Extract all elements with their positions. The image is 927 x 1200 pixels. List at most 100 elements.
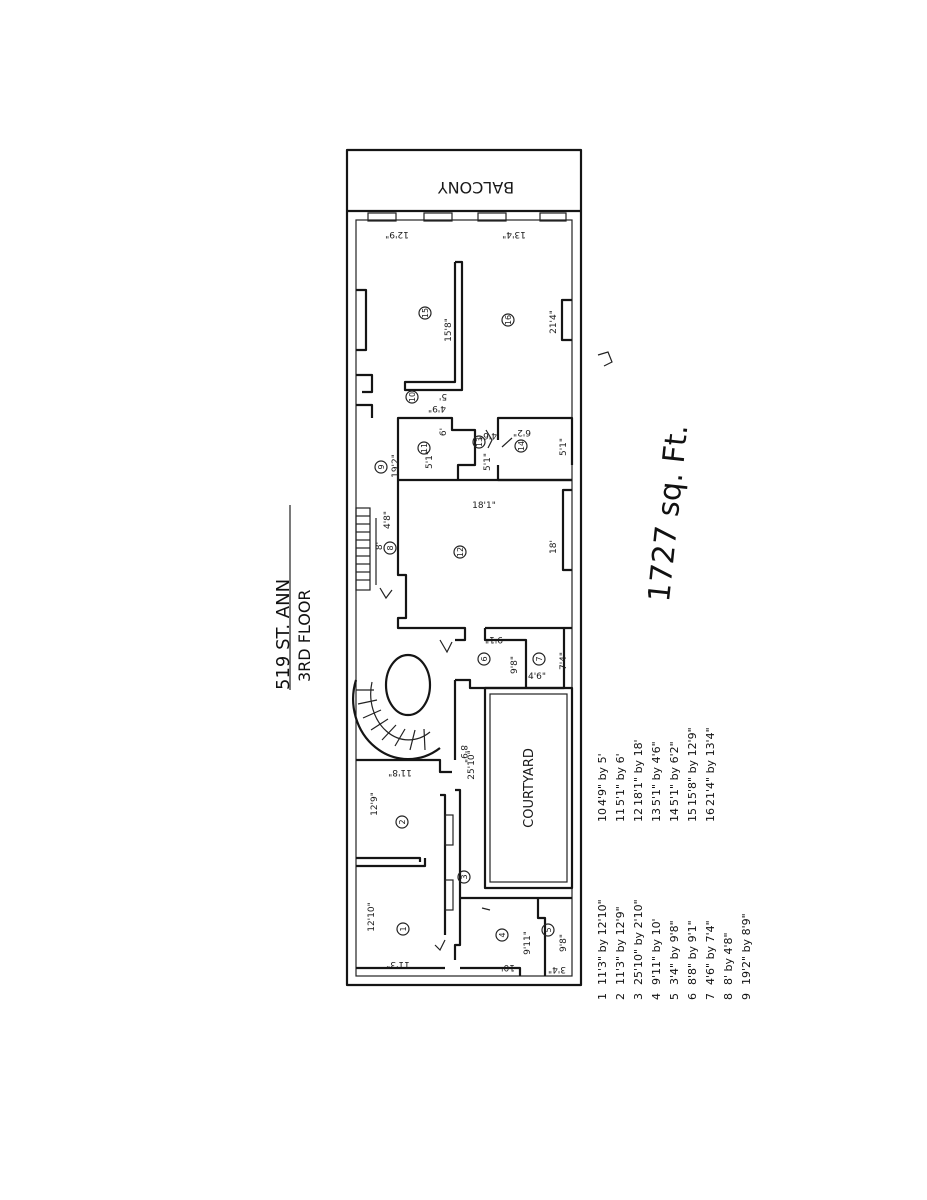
- legend-item-4: 9'11" by 10': [650, 918, 663, 985]
- inner-outline: [355, 219, 573, 977]
- legend-num-1: 1: [596, 993, 609, 1000]
- dim-8b: 8': [375, 542, 385, 550]
- room-8-number: 8: [386, 545, 395, 550]
- courtyard: [483, 686, 574, 890]
- wall-upper-right: [560, 298, 572, 342]
- room-3-number: 3: [460, 874, 469, 879]
- balcony-windows: [367, 212, 567, 222]
- room-6-number: 6: [480, 656, 489, 661]
- room-13-number: 13: [475, 437, 484, 447]
- legend-item-6: 8'8" by 9'1": [686, 920, 699, 985]
- dim-7b: 4'6": [528, 672, 546, 682]
- room-12-left: [396, 480, 467, 642]
- room-1-top: [356, 858, 427, 868]
- legend-item-12: 18'1" by 18': [632, 739, 645, 806]
- dim-4b: 10': [501, 962, 515, 972]
- room-5-number: 5: [544, 927, 553, 932]
- spiral-staircase: [352, 653, 441, 761]
- dim-14b: 6'2": [513, 427, 531, 437]
- legend-num-15: 15: [686, 808, 699, 822]
- dim-5b: 3'4": [548, 964, 566, 974]
- dimension-labels: 11'3" 12'10" 11'8" 12'9" 25'10" 9'11" 10…: [367, 229, 569, 974]
- room-14-bottom: [496, 465, 572, 482]
- wall-upper-left: [356, 288, 368, 352]
- legend-item-14: 5'1" by 6'2": [668, 741, 681, 806]
- dim-11a: 5'1": [425, 451, 435, 469]
- dim-12a: 18'1": [472, 501, 496, 511]
- hall-3-windows: [444, 814, 454, 911]
- dim-14c: 5'1": [559, 438, 569, 456]
- legend-num-9: 9: [740, 993, 753, 1000]
- legend-item-9: 19'2" by 8'9": [740, 913, 753, 985]
- dim-16b: 13'4": [502, 229, 526, 239]
- dim-13b: 5'1": [483, 453, 493, 471]
- hall-3-right: [453, 788, 462, 960]
- legend-item-7: 4'6" by 7'4": [704, 920, 717, 985]
- legend-num-6: 6: [686, 993, 699, 1000]
- legend-num-16: 16: [704, 808, 717, 822]
- legend-item-8: 8' by 4'8": [722, 932, 735, 985]
- door-swings: [379, 351, 613, 952]
- legend-num-14: 14: [668, 808, 681, 822]
- legend-item-5: 3'4" by 9'8": [668, 920, 681, 985]
- dim-12b: 18': [549, 540, 559, 554]
- dim-7a: 7'4": [559, 652, 569, 670]
- building-outline: [345, 148, 583, 987]
- room-6-walls: [483, 628, 528, 688]
- hall-wall: [455, 678, 526, 690]
- room-7-number: 7: [535, 656, 544, 661]
- legend-item-10: 4'9" by 5': [596, 753, 609, 806]
- dim-8a: 4'8": [383, 511, 393, 529]
- legend-num-10: 10: [596, 808, 609, 822]
- legend-item-3: 25'10" by 2'10": [632, 899, 645, 985]
- legend-num-8: 8: [722, 993, 735, 1000]
- dim-1a: 11'3": [386, 959, 410, 969]
- balcony-label: BALCONY: [438, 178, 515, 197]
- dim-10a: 4'9": [428, 403, 446, 413]
- closet-left: [356, 373, 374, 394]
- dim-10b: 5': [439, 391, 447, 401]
- room-11-number: 11: [420, 443, 429, 453]
- dim-5a: 9'8": [559, 934, 569, 952]
- room-14-number: 14: [517, 441, 526, 451]
- title-floor: 3RD FLOOR: [295, 589, 314, 682]
- legend-num-12: 12: [632, 808, 645, 822]
- room-4-bottom: [460, 966, 522, 976]
- dim-9a: 8'9": [458, 745, 468, 763]
- legend-item-16: 21'4" by 13'4": [704, 727, 717, 806]
- legend-item-11: 5'1" by 6': [614, 753, 627, 806]
- room-12-number: 12: [456, 547, 465, 557]
- dim-2a: 11'8": [388, 767, 412, 777]
- legend-num-7: 7: [704, 993, 717, 1000]
- legend-num-11: 11: [614, 808, 627, 822]
- dim-3a: 25'10": [467, 750, 477, 780]
- legend-num-5: 5: [668, 993, 681, 1000]
- legend-num-2: 2: [614, 993, 627, 1000]
- wall-15-16: [403, 260, 464, 392]
- dim-16a: 21'4": [549, 310, 559, 334]
- staircase-8: [355, 507, 377, 591]
- dim-11b: 6': [439, 428, 449, 436]
- room-2-bottom: [356, 856, 422, 862]
- room-15-number: 15: [421, 308, 430, 318]
- room-14-walls: [496, 416, 574, 465]
- courtyard-inner: [489, 693, 568, 883]
- room-4-number: 4: [498, 932, 507, 937]
- dim-2b: 12'9": [370, 792, 380, 816]
- closet-left-2: [356, 403, 374, 418]
- dim-13a: 4'6": [479, 430, 497, 440]
- room-5-walls: [536, 898, 547, 976]
- title-address: 519 ST. ANN: [273, 578, 294, 690]
- hall-3-left: [440, 793, 447, 935]
- legend-num-3: 3: [632, 993, 645, 1000]
- dim-15a: 15'8": [444, 318, 454, 342]
- legend-item-15: 15'8" by 12'9": [686, 727, 699, 806]
- dim-6b: 9'1": [485, 634, 503, 644]
- room-2-number: 2: [398, 819, 407, 824]
- room-11-walls: [396, 416, 460, 480]
- room-numbers: 1 2 3 4 5 6 7 8 9 10 11 12 13 14 15 16: [377, 308, 553, 938]
- dim-1b: 12'10": [367, 902, 377, 932]
- room-10-number: 10: [408, 392, 417, 402]
- legend-item-2: 11'3" by 12'9": [614, 906, 627, 985]
